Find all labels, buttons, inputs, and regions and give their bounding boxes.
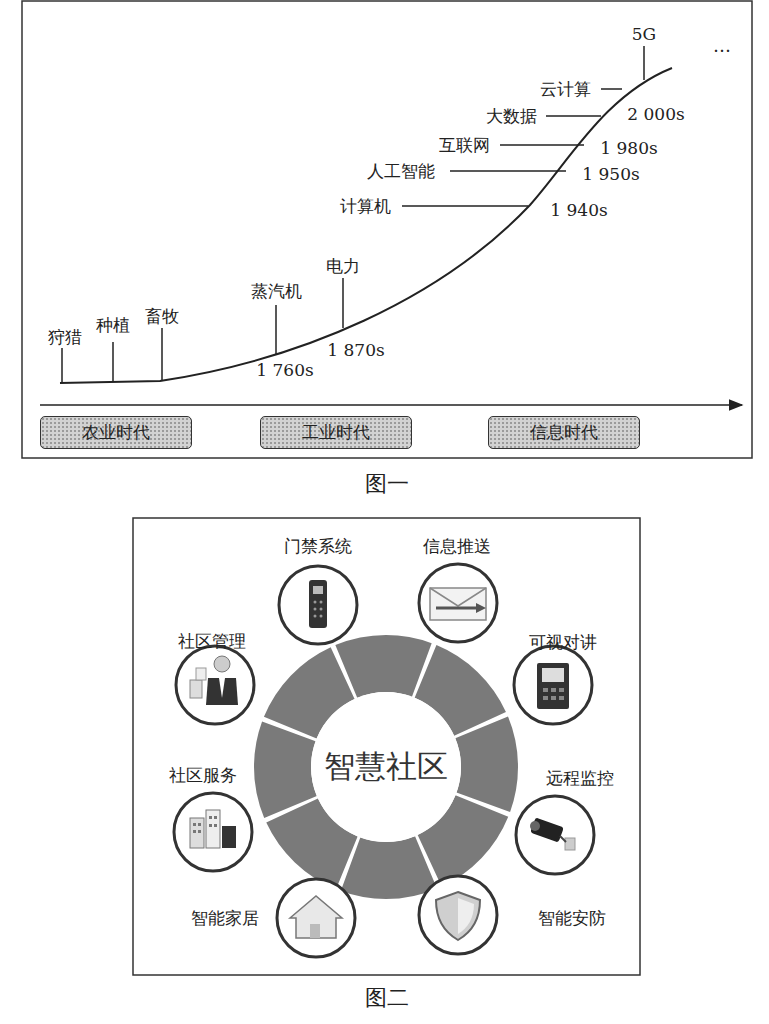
camera-icon	[530, 817, 575, 850]
era-item: 狩猎	[48, 328, 82, 347]
era-name: 工业时代	[302, 421, 370, 444]
feature-label: 社区管理	[178, 632, 246, 651]
invention-label: 5G	[632, 25, 656, 44]
year-label: 2 000s	[627, 105, 684, 124]
year-label: 1 950s	[582, 165, 639, 184]
invention-label: 计算机	[340, 197, 391, 216]
feature-circles	[174, 564, 594, 957]
figure-caption: 图二	[365, 986, 409, 1010]
figure-caption: 图一	[365, 472, 409, 496]
era-name: 信息时代	[530, 421, 598, 444]
invention-label: 电力	[326, 257, 360, 276]
feature-label: 远程监控	[546, 769, 614, 788]
intercom-icon	[537, 663, 569, 709]
access-icon	[309, 580, 327, 628]
feature-label: 门禁系统	[284, 537, 352, 556]
hub-title: 智慧社区	[324, 746, 448, 788]
message-icon	[430, 588, 486, 620]
feature-label: 社区服务	[169, 766, 237, 785]
era-band: 工业时代	[260, 416, 412, 449]
figure-frame	[133, 518, 640, 975]
era-name: 农业时代	[82, 421, 150, 444]
invention-label: 大数据	[486, 107, 537, 126]
invention-label: 蒸汽机	[251, 282, 302, 301]
invention-label: 云计算	[540, 80, 591, 99]
year-label: 1 940s	[550, 201, 607, 220]
era-band: 信息时代	[488, 416, 640, 449]
ellipsis-mark: …	[713, 36, 731, 56]
manager-icon	[190, 656, 238, 705]
year-label: 1 980s	[600, 139, 657, 158]
feature-label: 信息推送	[423, 537, 491, 556]
feature-label: 可视对讲	[529, 633, 597, 652]
feature-label: 智能家居	[191, 909, 259, 928]
house-icon	[290, 896, 342, 938]
year-label: 1 760s	[256, 361, 313, 380]
hub-circle: 智慧社区	[311, 692, 461, 842]
figure-frame	[22, 1, 752, 458]
growth-curve	[60, 68, 672, 383]
invention-label: 互联网	[439, 136, 490, 155]
era-item: 种植	[96, 316, 130, 335]
era-band: 农业时代	[40, 416, 192, 449]
year-label: 1 870s	[327, 341, 384, 360]
hub-ring	[283, 664, 490, 871]
tick-lines	[62, 46, 644, 383]
era-item: 畜牧	[145, 307, 179, 326]
invention-label: 人工智能	[367, 162, 435, 181]
shield-icon	[436, 892, 480, 940]
buildings-icon	[190, 810, 236, 848]
feature-label: 智能安防	[538, 909, 606, 928]
time-axis	[40, 404, 742, 406]
